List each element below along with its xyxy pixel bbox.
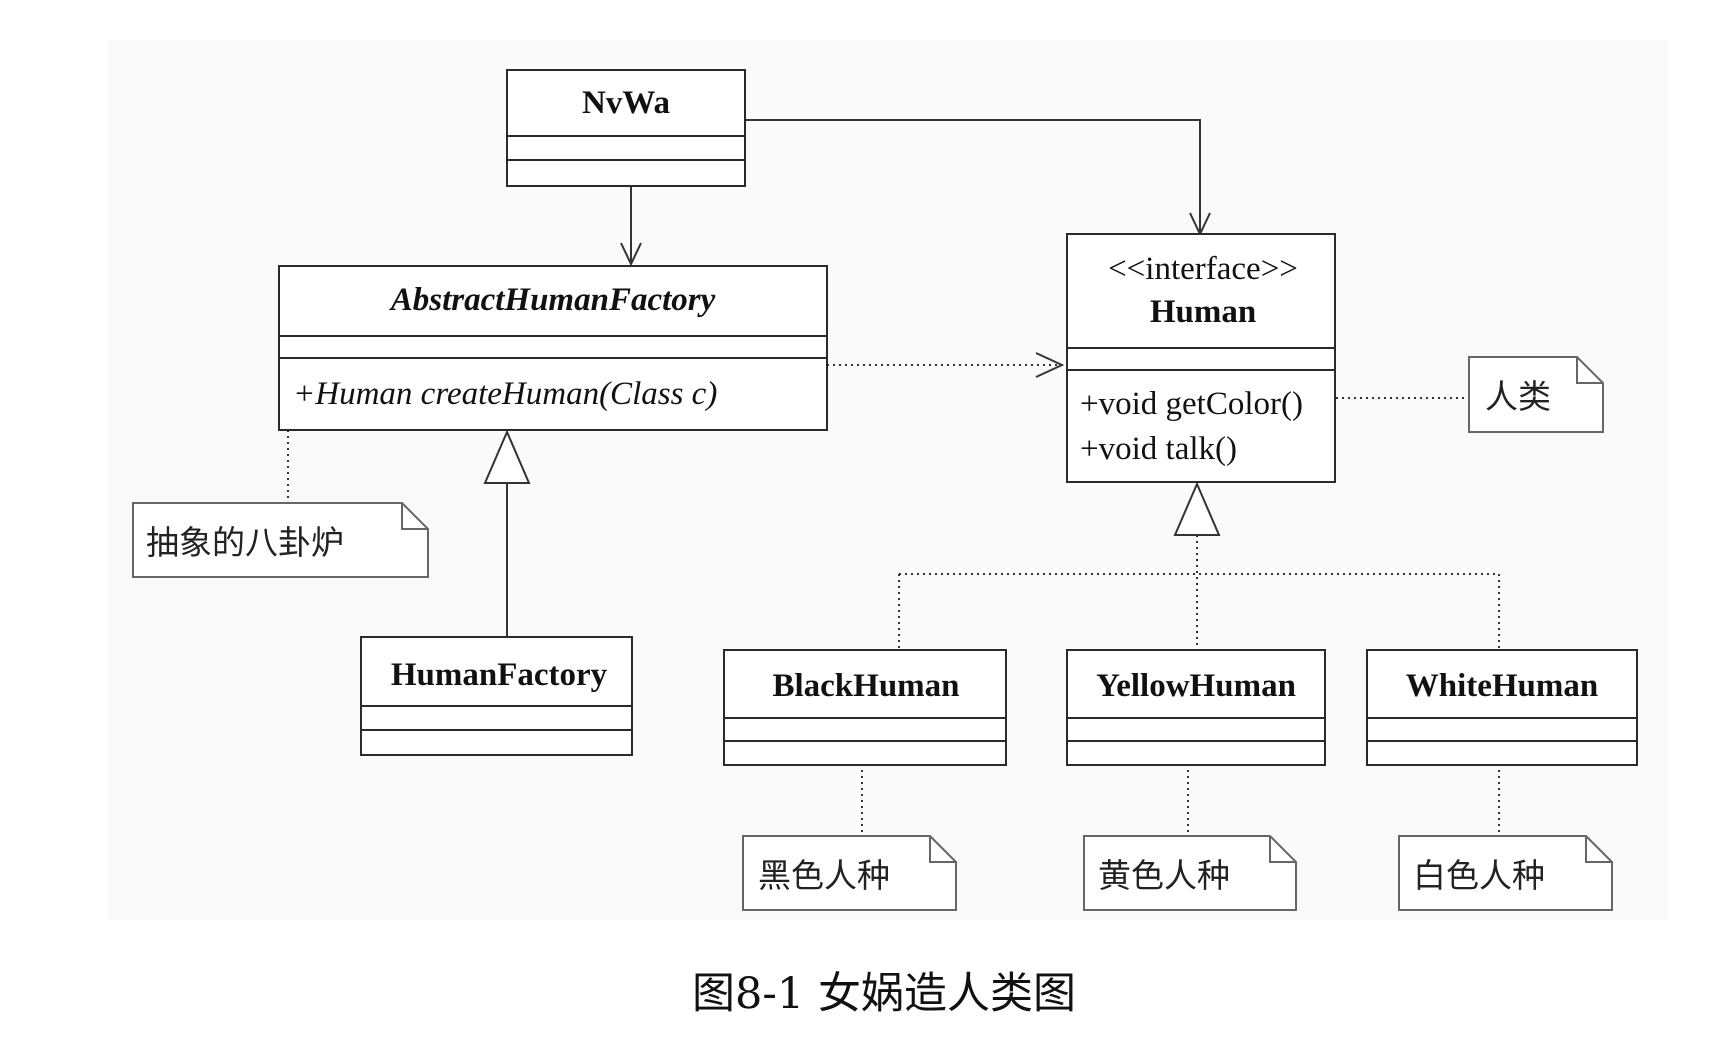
- class-name-nvwa: NvWa: [582, 85, 670, 121]
- class-human-factory: HumanFactory: [360, 636, 633, 756]
- note-human: 人类: [1468, 356, 1604, 433]
- class-black-human: BlackHuman: [723, 649, 1007, 766]
- class-name-white-human: WhiteHuman: [1406, 668, 1599, 704]
- class-name-human: Human: [1150, 294, 1256, 330]
- humanfactory-generalization-triangle: [483, 429, 531, 484]
- factory-to-human-dependency-arrowhead: [1035, 352, 1065, 378]
- class-white-human: WhiteHuman: [1366, 649, 1638, 766]
- nvwa-to-human-line: [745, 119, 1201, 234]
- note-factory: 抽象的八卦炉: [132, 502, 429, 578]
- nvwa-to-factory-arrowhead: [620, 242, 642, 267]
- operation-get-color: +void getColor(): [1080, 386, 1303, 422]
- note-black-text: 黑色人种: [758, 856, 890, 895]
- class-name-human-factory: HumanFactory: [391, 657, 608, 693]
- note-yellow: 黄色人种: [1083, 835, 1297, 911]
- class-name-yellow-human: YellowHuman: [1096, 668, 1296, 704]
- class-name-abstract-human-factory: AbstractHumanFactory: [389, 282, 716, 318]
- note-yellow-text: 黄色人种: [1098, 856, 1230, 895]
- note-black: 黑色人种: [742, 835, 957, 911]
- note-white: 白色人种: [1398, 835, 1613, 911]
- figure-caption: 图8-1 女娲造人类图: [692, 969, 1076, 1019]
- diagram-background: [108, 40, 1668, 920]
- class-nvwa: NvWa: [506, 69, 746, 187]
- note-human-text: 人类: [1485, 377, 1551, 416]
- human-stereotype: <<interface>>: [1108, 251, 1298, 287]
- note-factory-text: 抽象的八卦炉: [146, 523, 344, 562]
- operation-talk: +void talk(): [1080, 431, 1237, 467]
- class-name-black-human: BlackHuman: [772, 668, 959, 704]
- class-yellow-human: YellowHuman: [1066, 649, 1326, 766]
- class-human-interface: <<interface>> Human +void getColor() +vo…: [1066, 233, 1336, 483]
- operation-create-human: +Human createHuman(Class c): [293, 376, 717, 412]
- note-white-text: 白色人种: [1413, 856, 1545, 895]
- class-abstract-human-factory: AbstractHumanFactory +Human createHuman(…: [278, 265, 828, 431]
